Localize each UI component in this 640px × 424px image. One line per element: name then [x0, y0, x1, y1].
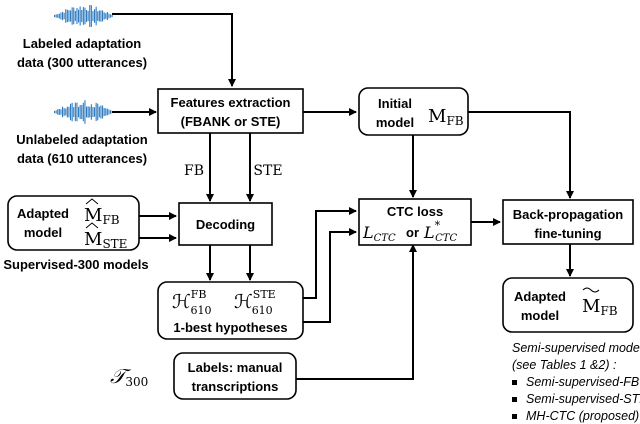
features-extraction-title: Features extraction	[171, 95, 291, 110]
supervised-model-line2: model	[24, 225, 62, 240]
features-extraction-subtitle: (FBANK or STE)	[181, 114, 281, 129]
labels-symbol: 𝒯300	[110, 364, 148, 389]
initial-model-box: Initial model MFB	[358, 87, 469, 136]
supervised-model-line1: Adapted	[17, 206, 69, 221]
supervised-model-symbol-fb: MFB	[84, 205, 120, 227]
hat-fb-icon	[85, 198, 99, 205]
initial-model-line2: model	[376, 115, 414, 130]
hat-ste-icon	[85, 222, 99, 229]
decoding-title: Decoding	[196, 217, 255, 232]
ctc-or-word: or	[406, 225, 419, 240]
initial-model-line1: Initial	[378, 96, 412, 111]
waveform-icon-labeled	[54, 5, 113, 27]
backprop-line2: fine-tuning	[534, 226, 601, 241]
tilde-icon	[582, 287, 600, 293]
fb-branch-label: FB	[184, 163, 204, 179]
arrow-labels-to-ctc	[296, 244, 417, 380]
supervised-model-symbol-ste: MSTE	[84, 229, 127, 251]
unlabeled-data-caption-line1: Unlabeled adaptation	[16, 132, 148, 147]
arrow-hyp-to-ctc-lower	[303, 228, 357, 323]
adapted-final-line2: model	[521, 308, 559, 323]
bullet-icon	[512, 414, 517, 419]
labeled-data-caption-line2: data (300 utterances)	[17, 55, 147, 70]
initial-model-symbol: MFB	[428, 106, 464, 128]
arrow-hyp-to-ctc-upper	[303, 207, 357, 299]
hypotheses-caption: 1-best hypotheses	[173, 320, 287, 335]
semi-supervised-item-3: MH-CTC (proposed)	[526, 409, 639, 423]
bullet-icon	[512, 380, 517, 385]
labels-line1: Labels: manual	[188, 360, 283, 375]
ste-branch-label: STE	[253, 163, 282, 179]
supervised-adapted-model-box: Adapted model MFB MSTE	[7, 195, 140, 251]
semi-supervised-item-1: Semi-supervised-FB	[526, 375, 639, 389]
ctc-loss-formula-1: LCTC	[362, 223, 396, 244]
adapted-final-symbol: MFB	[582, 296, 618, 318]
unlabeled-data-caption-line2: data (610 utterances)	[17, 151, 147, 166]
bullet-icon	[512, 397, 517, 402]
labeled-data-caption-line1: Labeled adaptation	[23, 36, 142, 51]
semi-supervised-item-2: Semi-supervised-STE	[526, 392, 640, 406]
semi-supervised-caption-line2: (see Tables 1 &2) :	[512, 358, 616, 372]
labels-box: Labels: manual transcriptions	[173, 352, 297, 400]
adapted-final-model-box: Adapted model MFB	[502, 277, 634, 333]
semi-supervised-caption-line1: Semi-supervised models	[512, 341, 640, 355]
decoding-box: Decoding	[178, 202, 273, 246]
connectors	[112, 13, 574, 380]
arrow-initial-to-backprop	[468, 111, 574, 199]
supervised-models-caption: Supervised-300 models	[3, 257, 148, 272]
adapted-final-line1: Adapted	[514, 289, 566, 304]
arrow-labeled-to-features	[112, 13, 236, 87]
waveform-icon-unlabeled	[54, 100, 113, 124]
ctc-loss-title: CTC loss	[387, 204, 443, 219]
features-extraction-box: Features extraction (FBANK or STE)	[157, 88, 304, 134]
backprop-box: Back-propagation fine-tuning	[502, 199, 634, 245]
labels-line2: transcriptions	[192, 379, 279, 394]
backprop-line1: Back-propagation	[513, 207, 624, 222]
ctc-loss-formula-2: L*CTC	[423, 219, 457, 244]
ctc-loss-box: CTC loss LCTC or L*CTC	[358, 198, 472, 246]
